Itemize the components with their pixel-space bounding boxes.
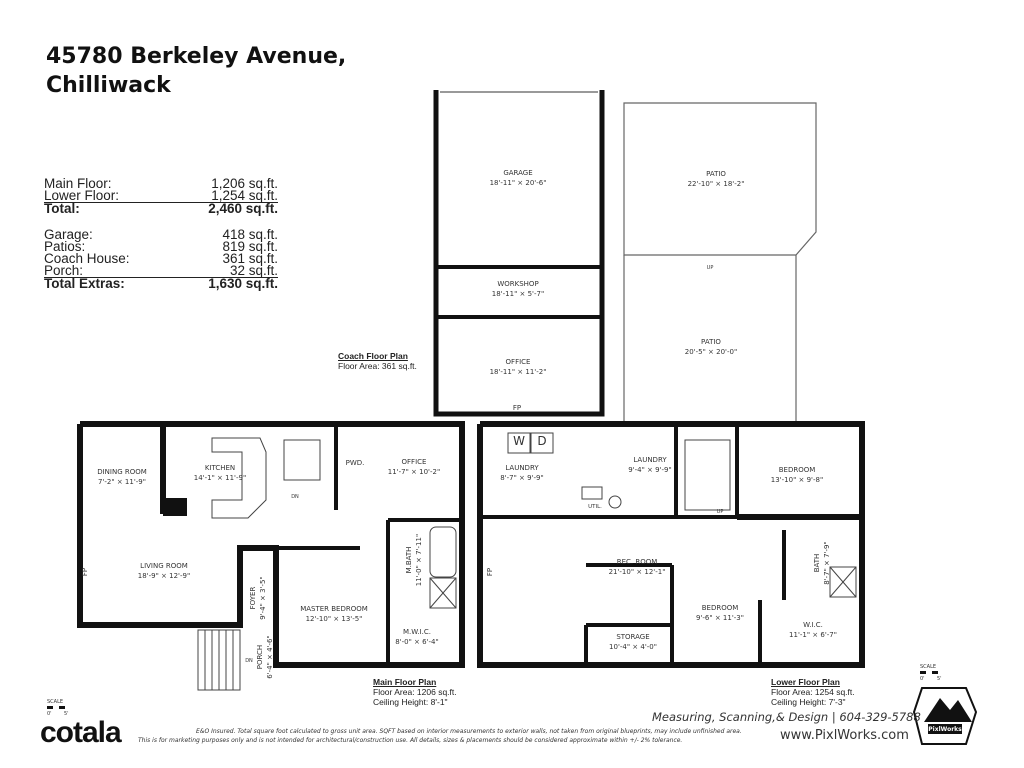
dryer [530,432,554,454]
coach-walls [433,90,605,417]
pixlworks-badge-text: PixlWorks [928,726,962,733]
cotala-logo: cotala [40,716,122,749]
porch-down-label: DN [245,658,253,664]
patios-value: 819 sq.ft. [222,239,278,254]
total-extras-label: Total Extras: [44,276,125,291]
scale-label-right: SCALE [920,664,937,670]
room-powder: PWD. [345,459,365,467]
total-value: 2,460 sq.ft. [208,201,278,216]
coach-house-label: Coach House: [44,251,130,266]
scale-max-left: 5' [64,711,69,717]
scale-min-left: 0' [47,711,52,717]
main-floor-fixtures [197,437,457,691]
fireplace-block [163,498,187,516]
disclaimer-line-1: E&O Insured. Total square foot calculate… [196,728,742,735]
coach-house-value: 361 sq.ft. [222,251,278,266]
main-floor-value: 1,206 sq.ft. [211,176,278,191]
lower-floor-value: 1,254 sq.ft. [211,188,278,203]
main-floor-label: Main Floor: [44,176,112,191]
washer-label: W [513,434,525,448]
lower-fireplace-label: FP [486,567,494,577]
company-contact: Measuring, Scanning,& Design | 604-329-5… [652,710,921,724]
scale-label-left: SCALE [47,699,64,705]
garage-label: Garage: [44,227,93,242]
website-link[interactable]: www.PixlWorks.com [780,728,909,743]
stairs-down-label: DN [291,494,299,500]
scale-bar [47,671,938,709]
address-line-2: Chilliwack [46,73,171,98]
room-wic: W.I.C.11'-1" × 6'-7" [789,621,837,639]
patios [623,102,817,424]
room-master-wic: M.W.I.C.8'-0" × 6'-4" [395,628,439,646]
washer [507,432,531,454]
lower-floor-walls [477,421,865,668]
lower-floor-label: Lower Floor: [44,188,120,203]
lower-floor-fixtures [507,432,857,598]
scale-max-right: 5' [937,676,942,682]
porch-label: Porch: [44,263,84,278]
room-utility: UTIL. [588,504,602,510]
stairs-up-label: UP [716,509,724,515]
main-fireplace-label: FP [81,567,89,577]
dryer-label: D [537,434,547,448]
total-label: Total: [44,201,80,216]
patio-up-label: UP [706,265,714,271]
porch-value: 32 sq.ft. [229,263,278,278]
area-summary: Main Floor: 1,206 sq.ft. Lower Floor: 1,25… [44,176,278,291]
disclaimer-line-2: This is for marketing purposes only and … [138,737,683,744]
pixlworks-badge [912,687,978,745]
garage-value: 418 sq.ft. [222,227,278,242]
total-extras-value: 1,630 sq.ft. [208,276,278,291]
patio-upper [623,102,817,256]
coach-fireplace-label: FP [512,404,522,412]
scale-min-right: 0' [920,676,925,682]
address-line-1: 45780 Berkeley Avenue, [46,44,347,69]
patios-label: Patios: [44,239,86,254]
